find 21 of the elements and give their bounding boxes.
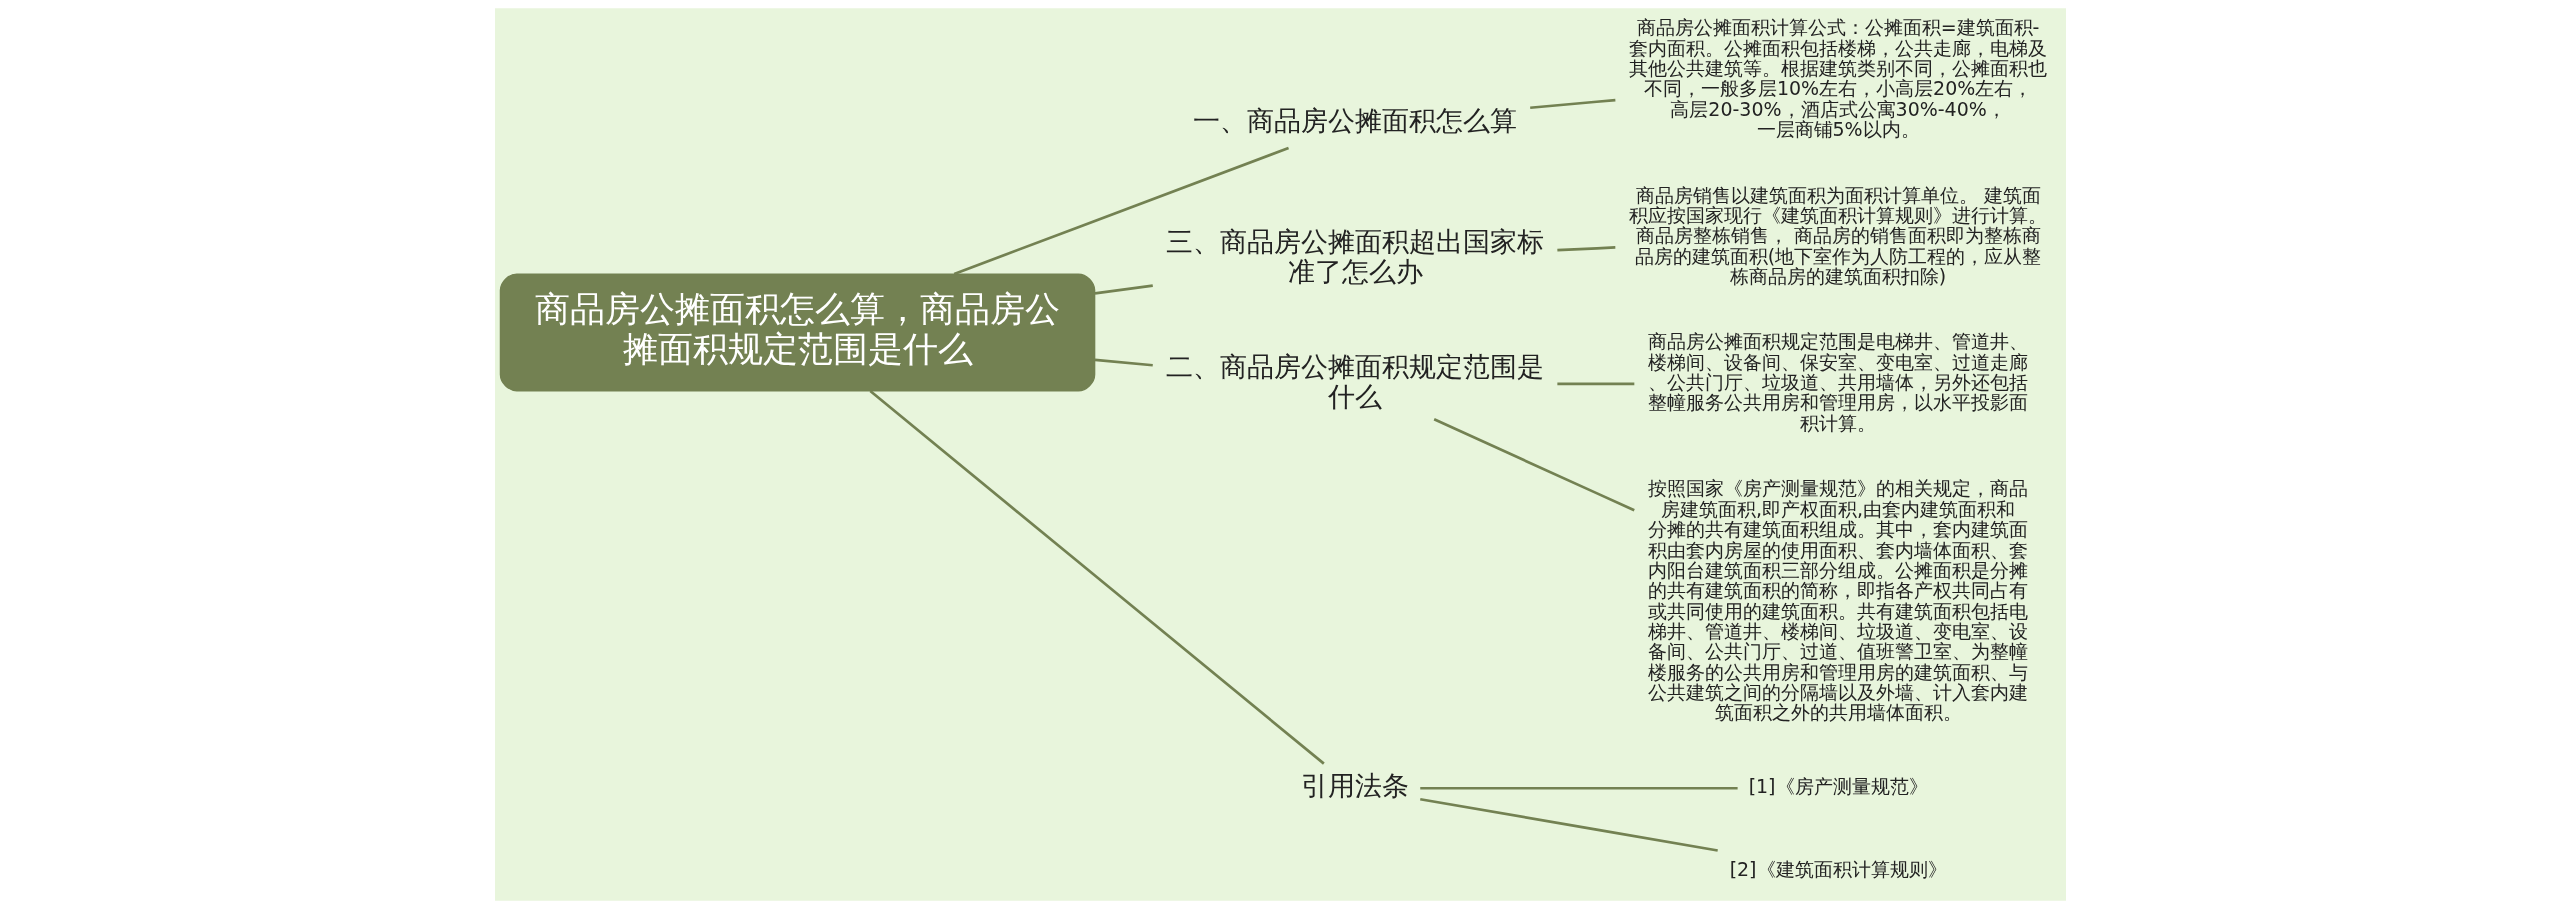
connector [1529,98,1615,110]
node-text: 引用法条 [1300,770,1409,802]
connector [1556,246,1615,252]
connector [1094,284,1153,295]
connector [1433,418,1635,512]
connector [868,390,1325,765]
connector [953,146,1289,276]
node-text: 商品房公摊面积规定范围是电梯井、管道井、楼梯间、设备间、保安室、变电室、过道走廊、公共门厅、垃圾道、共用墙体，另外还包括整幢服务公共用房和管理用房，以水平投影面积计算。 [1647,330,2028,434]
node-text: 三、商品房公摊面积超出国家标准了怎么办 [1165,226,1544,287]
node-text: [1]《房产测量规范》 [1748,775,1928,798]
connector [1419,797,1718,852]
node-text: 按照国家《房产测量规范》的相关规定，商品房建筑面积,即产权面积,由套内建筑面积和分摊的共有建筑面积组成。其中，套内建筑面积由套内房屋的使用面积、套内墙体面积、套内阳台建筑面积三部分组成。公摊面积是分摊的共有建筑面积的简称，即指各产权共同占有或共同使用的建筑面积。共有建筑面积包括电梯井、管道井、楼梯间、垃圾道、变电室、设备间、公共门厅、过道、值班警卫室、为整幢楼服务的公共用房和管理用房的建筑面积、与公共建筑之间的分隔墙以及外墙、计入套内建筑面积之外的共用墙体面积。 [1647,477,2028,724]
node-text: 商品房公摊面积计算公式：公摊面积=建筑面积-套内面积。公摊面积包括楼梯，公共走廊，电梯及其他公共建筑等。根据建筑类别不同，公摊面积也不同，一般多层10%左右，小高层20%左右，高层20-30%，酒店式公寓30%-40%，一层商铺5%以内。 [1628,16,2047,140]
node-text: 商品房销售以建筑面积为面积计算单位。 建筑面积应按国家现行《建筑面积计算规则》进行计算。商品房整栋销售， 商品房的销售面积即为整栋商品房的建筑面积(地下室作为人防工程的，应从整栋商品房的建筑面积扣除) [1628,183,2047,288]
node-text: [2]《建筑面积计算规则》 [1729,858,1947,881]
connector [1419,786,1738,790]
node-text: 二、商品房公摊面积规定范围是什么 [1165,350,1544,412]
node-text: 一、商品房公摊面积怎么算 [1192,105,1517,137]
connector [1556,382,1634,386]
node-box: 商品房公摊面积怎么算，商品房公摊面积规定范围是什么 [499,273,1095,392]
connector [1094,358,1153,367]
